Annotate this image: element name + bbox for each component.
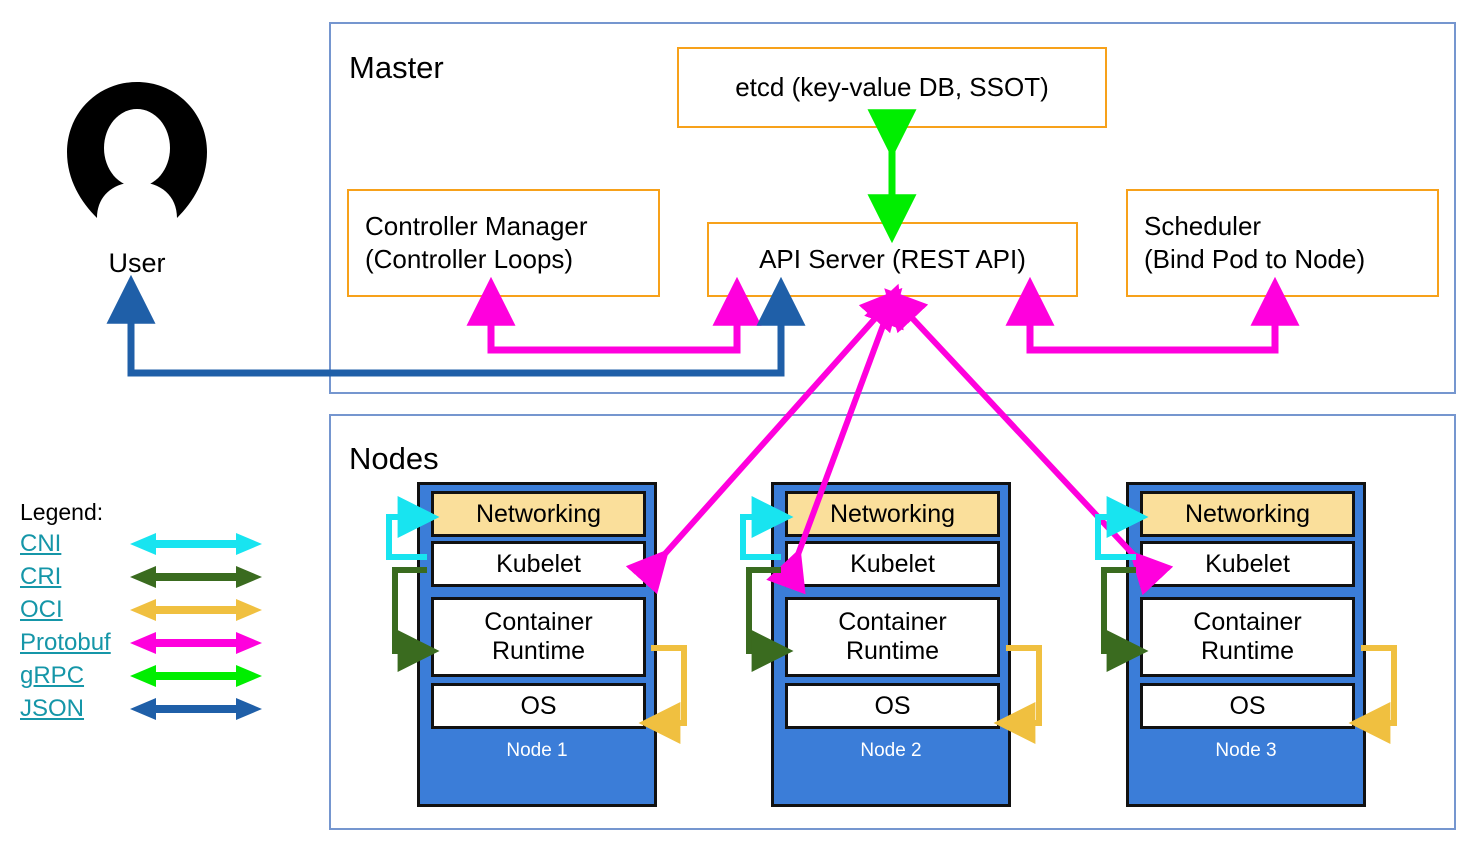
runtime-line1: Container [838,608,947,636]
user-label: User [108,248,166,278]
api-server-label: API Server (REST API) [759,244,1026,274]
controller-manager-line2: (Controller Loops) [365,244,574,274]
node-kubelet-row[interactable]: Kubelet [785,541,1000,587]
master-group-title: Master [349,50,444,85]
node-name-label: Node 3 [1215,740,1277,761]
controller-manager-box[interactable]: Controller Manager (Controller Loops) [347,189,660,297]
node-container-runtime-row[interactable]: Container Runtime [431,597,646,677]
legend-label-json[interactable]: JSON [20,695,85,722]
node-networking-row[interactable]: Networking [1140,491,1355,537]
node-networking-row[interactable]: Networking [431,491,646,537]
runtime-line2: Runtime [491,637,586,665]
node-os-row[interactable]: OS [785,683,1000,729]
legend-label-cri[interactable]: CRI [20,563,62,590]
legend-arrow-cri [130,565,262,594]
node-card[interactable]: Networking Kubelet Container Runtime OS … [417,482,657,807]
node-runtime-label: Container Runtime [484,608,592,666]
etcd-box[interactable]: etcd (key-value DB, SSOT) [677,47,1107,128]
etcd-label: etcd (key-value DB, SSOT) [735,72,1049,102]
node-container-runtime-row[interactable]: Container Runtime [785,597,1000,677]
node-container-runtime-row[interactable]: Container Runtime [1140,597,1355,677]
node-card[interactable]: Networking Kubelet Container Runtime OS … [1126,482,1366,807]
node-name-label: Node 1 [506,740,568,761]
legend-arrow-cni [130,532,262,561]
legend-arrow-grpc [130,664,262,693]
legend-arrow-oci [130,598,262,627]
legend-label-protobuf[interactable]: Protobuf [20,629,111,656]
node-kubelet-row[interactable]: Kubelet [431,541,646,587]
runtime-line2: Runtime [1200,637,1295,665]
node-networking-row[interactable]: Networking [785,491,1000,537]
runtime-line2: Runtime [845,637,940,665]
user-avatar-icon [63,78,211,226]
node-name-label: Node 2 [860,740,922,761]
node-runtime-label: Container Runtime [838,608,946,666]
runtime-line1: Container [484,608,593,636]
controller-manager-label: Controller Manager (Controller Loops) [365,210,588,276]
controller-manager-line1: Controller Manager [365,211,588,241]
node-card[interactable]: Networking Kubelet Container Runtime OS … [771,482,1011,807]
node-runtime-label: Container Runtime [1193,608,1301,666]
runtime-line1: Container [1193,608,1302,636]
legend-arrow-json [130,697,262,726]
nodes-group-title: Nodes [349,441,439,476]
legend-label-oci[interactable]: OCI [20,596,63,623]
legend-title: Legend: [20,499,104,525]
scheduler-label: Scheduler (Bind Pod to Node) [1144,210,1365,276]
legend-label-cni[interactable]: CNI [20,530,62,557]
scheduler-box[interactable]: Scheduler (Bind Pod to Node) [1126,189,1439,297]
node-kubelet-row[interactable]: Kubelet [1140,541,1355,587]
node-os-row[interactable]: OS [431,683,646,729]
legend-arrow-protobuf [130,631,262,660]
scheduler-line1: Scheduler [1144,211,1262,241]
legend-label-grpc[interactable]: gRPC [20,662,85,689]
scheduler-line2: (Bind Pod to Node) [1144,244,1366,274]
api-server-box[interactable]: API Server (REST API) [707,222,1078,297]
node-os-row[interactable]: OS [1140,683,1355,729]
